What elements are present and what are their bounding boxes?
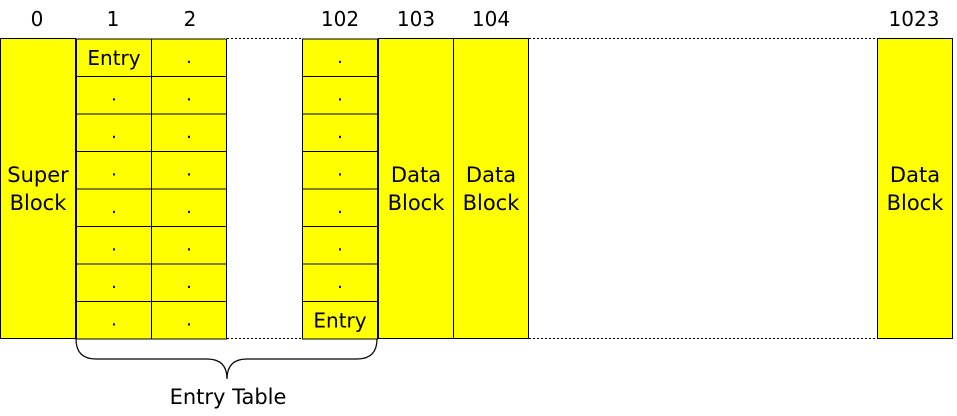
cell-dot-block-102-row-1: . [337,47,343,68]
entry-label-block-102: Entry [313,309,366,333]
cell-dot-block-102-row-3: . [337,122,343,143]
entry-label-block-1: Entry [87,46,140,70]
entry-cell-block-1-row-8 [76,301,152,340]
super-block-label-line2: Block [10,191,68,215]
cell-dot-block-2-row-8: . [186,310,192,331]
entry-cell-block-2-row-4 [151,151,227,190]
super-block-label-line1: Super [7,163,69,187]
data-block-103-label-line2: Block [388,191,446,215]
entry-cell-block-102-row-2 [302,76,378,115]
entry-cell-block-2-row-2 [151,76,227,115]
cell-dot-block-2-row-2: . [186,85,192,106]
cell-dot-block-102-row-6: . [337,235,343,256]
data-block-104-label-line2: Block [463,191,521,215]
data-block-104-box [453,38,529,339]
entry-column-block-1: Entry....... [76,38,152,340]
entry-cell-block-1-row-3 [76,113,152,152]
cell-dot-block-1-row-5: . [111,197,117,218]
block-number-labels: 0 1 2 102 103 104 1023 [31,7,940,31]
cell-dot-block-102-row-2: . [337,85,343,106]
block-number-1: 1 [107,7,120,31]
block-number-103: 103 [397,7,435,31]
cell-dot-block-102-row-5: . [337,197,343,218]
entry-cell-block-2-row-1 [151,38,227,77]
data-block-103-box [378,38,454,339]
entry-cell-block-2-row-8 [151,301,227,340]
block-number-1023: 1023 [889,7,940,31]
entry-cell-block-1-row-6 [76,226,152,265]
entry-cell-block-102-row-3 [302,113,378,152]
cell-dot-block-1-row-8: . [111,310,117,331]
cell-dot-block-2-row-1: . [186,47,192,68]
entry-cell-block-1-row-4 [76,151,152,190]
block-number-2: 2 [184,7,197,31]
entry-cell-block-102-row-8 [302,301,378,340]
cell-dot-block-102-row-4: . [337,160,343,181]
data-block-104: Data Block [453,38,529,339]
entry-cell-block-102-row-4 [302,151,378,190]
cell-dot-block-2-row-5: . [186,197,192,218]
block-number-104: 104 [472,7,510,31]
cell-dot-block-1-row-7: . [111,272,117,293]
super-block-box [0,38,76,339]
data-block-103-label-line1: Data [391,163,441,187]
entry-cell-block-2-row-5 [151,188,227,227]
data-block-1023-label-line1: Data [890,163,940,187]
cell-dot-block-102-row-7: . [337,272,343,293]
data-block-104-label-line1: Data [466,163,516,187]
data-block-1023-box [877,38,953,339]
data-block-1023: Data Block [877,38,953,339]
entry-cell-block-1-row-1 [76,38,152,77]
entry-table-brace [75,338,378,380]
entry-cell-block-102-row-5 [302,188,378,227]
data-block-1023-label-line2: Block [887,191,945,215]
cell-dot-block-2-row-7: . [186,272,192,293]
block-number-102: 102 [321,7,359,31]
entry-cell-block-102-row-6 [302,226,378,265]
entry-cell-block-2-row-3 [151,113,227,152]
entry-column-block-102: ....... Entry [302,38,378,340]
data-block-103: Data Block [378,38,454,339]
cell-dot-block-2-row-4: . [186,160,192,181]
cell-dot-block-1-row-6: . [111,235,117,256]
cell-dot-block-2-row-6: . [186,235,192,256]
block-number-0: 0 [31,7,44,31]
entry-table-label: Entry Table [170,385,287,409]
super-block: Super Block [0,38,76,339]
entry-column-block-2: ........ [151,38,227,340]
cell-dot-block-1-row-3: . [111,122,117,143]
cell-dot-block-2-row-3: . [186,122,192,143]
entry-cell-block-2-row-6 [151,226,227,265]
cell-dot-block-1-row-4: . [111,160,117,181]
cell-dot-block-1-row-2: . [111,85,117,106]
gap-dotted-lines [227,38,877,339]
